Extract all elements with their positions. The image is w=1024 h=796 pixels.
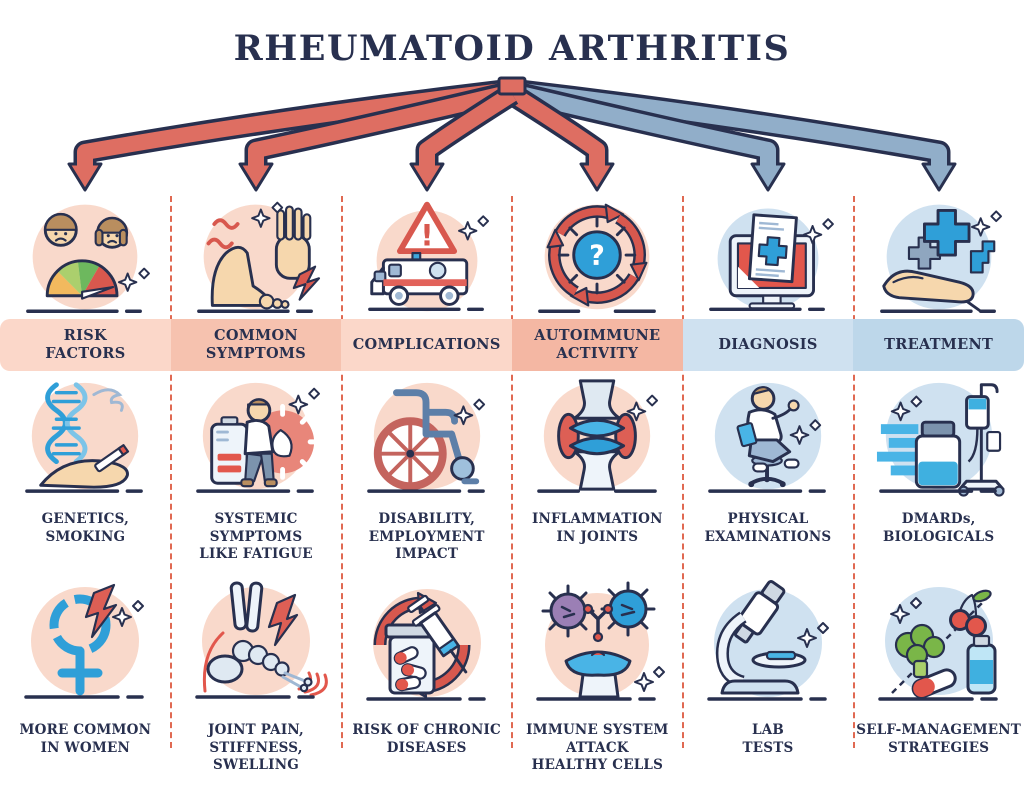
band-label: TREATMENT	[884, 335, 994, 353]
caption-disability: DISABILITY, EMPLOYMENT IMPACT	[368, 511, 485, 563]
band-risk-factors: RISK FACTORS	[0, 319, 171, 371]
healthy-lifestyle-icon	[877, 587, 998, 701]
column-diagnosis: DIAGNOSIS	[682, 193, 854, 792]
arrow-origin-stub	[497, 76, 527, 96]
band-label: DIAGNOSIS	[718, 335, 818, 353]
content-grid: RISK FACTORS GENETICS, SMOKING	[0, 193, 1024, 792]
caption-inflammation-in-joints: INFLAMMATION IN JOINTS	[531, 511, 663, 545]
immune-attack-cells-icon	[536, 581, 666, 701]
band-complications: COMPLICATIONS	[341, 319, 512, 371]
monitor-medical-report-icon	[709, 208, 834, 312]
doctor-examination-icon	[708, 382, 826, 493]
exclamation-glyph: !	[420, 218, 433, 252]
band-diagnosis: DIAGNOSIS	[682, 319, 854, 371]
dna-and-smoking-icon	[25, 382, 144, 493]
caption-joint-pain: JOINT PAIN, STIFFNESS, SWELLING	[208, 722, 304, 774]
arrow-to-autoimmune-activity	[505, 84, 615, 192]
arrow-to-complications	[409, 84, 519, 192]
column-autoimmune-activity: ? AUTOIMMUNE ACTIVITY	[512, 193, 683, 792]
arrow-fan	[67, 76, 957, 192]
painful-foot-stop-hand-icon	[197, 201, 321, 313]
inflamed-joint-icon	[537, 379, 659, 493]
female-symbol-lightning-icon	[24, 583, 145, 699]
autoimmune-cycle-icon: ?	[538, 203, 657, 313]
column-common-symptoms: COMMON SYMPTOMS	[170, 193, 342, 792]
pills-and-syringe-icon	[365, 589, 486, 701]
microscope-icon	[707, 580, 829, 701]
caption-self-management: SELF-MANAGEMENT STRATEGIES	[856, 722, 1022, 756]
column-risk-factors: RISK FACTORS GENETICS, SMOKING	[0, 193, 171, 792]
column-divider	[853, 196, 855, 748]
band-common-symptoms: COMMON SYMPTOMS	[170, 319, 342, 371]
caption-lab-tests: LAB TESTS	[742, 722, 794, 756]
caption-genetics-smoking: GENETICS, SMOKING	[41, 511, 129, 545]
column-complications: ! COMPLICATIONS	[341, 193, 512, 792]
arrow-to-common-symptoms	[238, 80, 515, 192]
question-mark-glyph: ?	[589, 241, 605, 272]
caption-chronic-diseases: RISK OF CHRONIC DISEASES	[352, 722, 501, 756]
iv-drip-and-vial-icon	[876, 382, 1005, 497]
band-treatment: TREATMENT	[853, 319, 1024, 371]
column-divider	[511, 196, 513, 748]
column-divider	[341, 196, 343, 748]
caption-more-common-in-women: MORE COMMON IN WOMEN	[19, 722, 152, 756]
caption-dmards-biologicals: DMARDs, BIOLOGICALS	[883, 511, 995, 545]
column-divider	[170, 196, 172, 748]
hand-with-crosses-icon	[879, 204, 1002, 313]
caption-physical-examinations: PHYSICAL EXAMINATIONS	[704, 511, 832, 545]
caption-systemic-symptoms: SYSTEMIC SYMPTOMS LIKE FATIGUE	[199, 511, 313, 563]
fatigue-low-battery-icon	[196, 382, 321, 493]
band-label: COMMON SYMPTOMS	[205, 326, 307, 362]
band-autoimmune-activity: AUTOIMMUNE ACTIVITY	[512, 319, 683, 371]
column-treatment: TREATMENT	[853, 193, 1024, 792]
wheelchair-icon	[366, 382, 485, 493]
band-label: AUTOIMMUNE ACTIVITY	[534, 326, 661, 362]
band-label: COMPLICATIONS	[352, 335, 501, 353]
band-label: RISK FACTORS	[45, 326, 126, 362]
foot-skeleton-pain-icon	[195, 581, 328, 699]
arrow-to-diagnosis	[509, 80, 786, 192]
page-title: RHEUMATOID ARTHRITIS	[233, 28, 791, 69]
risk-gauge-and-faces-icon	[26, 204, 151, 313]
column-divider	[682, 196, 684, 748]
caption-immune-system-attack: IMMUNE SYSTEM ATTACK HEALTHY CELLS	[526, 722, 669, 774]
ambulance-warning-icon: !	[367, 201, 489, 312]
